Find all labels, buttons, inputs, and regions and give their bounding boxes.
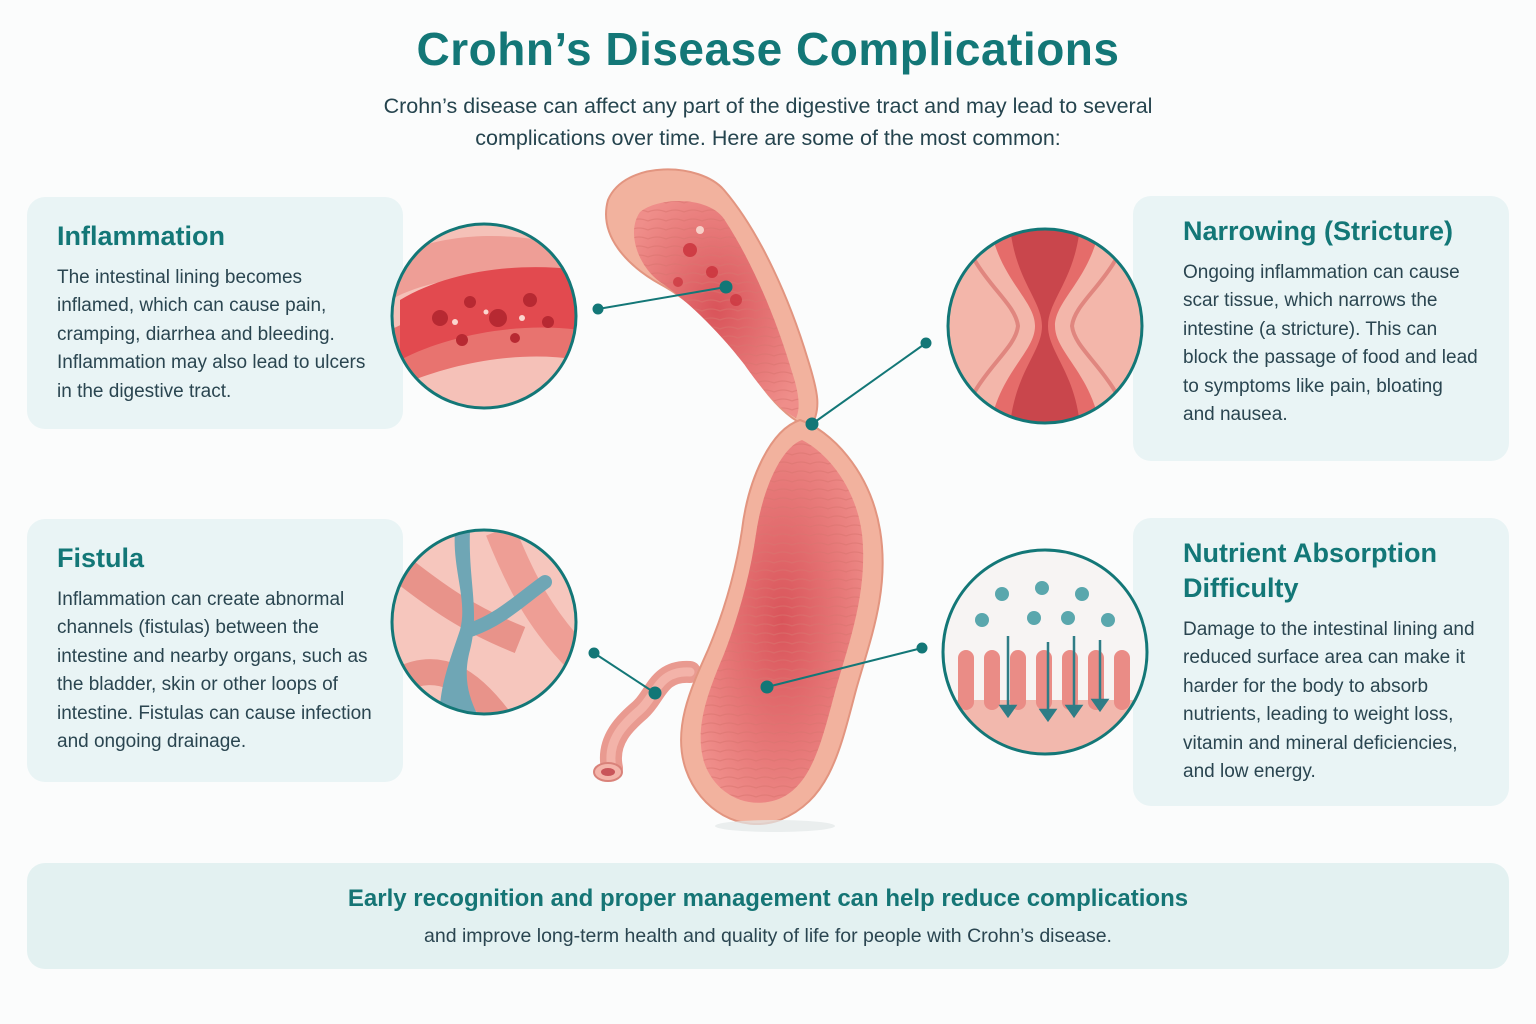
connector-fistula (593, 652, 656, 694)
inflammation-closeup (390, 222, 578, 410)
page-title: Crohn’s Disease Complications (416, 23, 1120, 75)
small-intestine-tail (593, 661, 701, 782)
inflammation-description: The intestinal lining becomes inflamed, … (57, 267, 366, 402)
connector-dot-fistula-target (648, 686, 662, 700)
page-subtitle: Crohn’s disease can affect any part of t… (383, 94, 1153, 150)
connector-dot-stricture-target (805, 417, 819, 431)
intestine-upper-segment (605, 168, 819, 430)
absorption-card: Nutrient Absorption Difficulty Damage to… (1133, 518, 1509, 806)
intestine-lower-segment (680, 418, 884, 832)
absorption-description: Damage to the intestinal lining and redu… (1183, 619, 1475, 783)
connector-dot-fistula (588, 647, 600, 659)
stricture-closeup (946, 227, 1144, 425)
connector-dot-absorption-target (760, 680, 774, 694)
connector-dot-inflammation (592, 303, 604, 315)
fistula-heading: Fistula (57, 543, 145, 573)
stricture-description: Ongoing inflammation can cause scar tiss… (1183, 262, 1478, 426)
connector-dot-inflammation-target (719, 280, 733, 294)
inflammation-heading: Inflammation (57, 221, 226, 251)
stricture-heading: Narrowing (Stricture) (1183, 216, 1454, 246)
absorption-closeup (941, 548, 1149, 756)
connector-stricture (811, 342, 927, 425)
footer-banner: Early recognition and proper management … (27, 863, 1509, 969)
stricture-card: Narrowing (Stricture) Ongoing inflammati… (1133, 196, 1509, 461)
footer-headline: Early recognition and proper management … (347, 885, 1189, 912)
connector-dot-absorption (916, 642, 928, 654)
connector-inflammation (597, 286, 727, 310)
connector-absorption (766, 647, 923, 688)
footer-subline: and improve long-term health and quality… (424, 925, 1112, 947)
fistula-card: Fistula Inflammation can create abnormal… (27, 519, 403, 782)
fistula-description: Inflammation can create abnormal channel… (57, 589, 372, 753)
fistula-closeup (390, 528, 578, 716)
absorption-heading: Nutrient Absorption Difficulty (1183, 538, 1437, 603)
connector-dot-stricture (920, 337, 932, 349)
inflammation-card: Inflammation The intestinal lining becom… (27, 197, 403, 429)
